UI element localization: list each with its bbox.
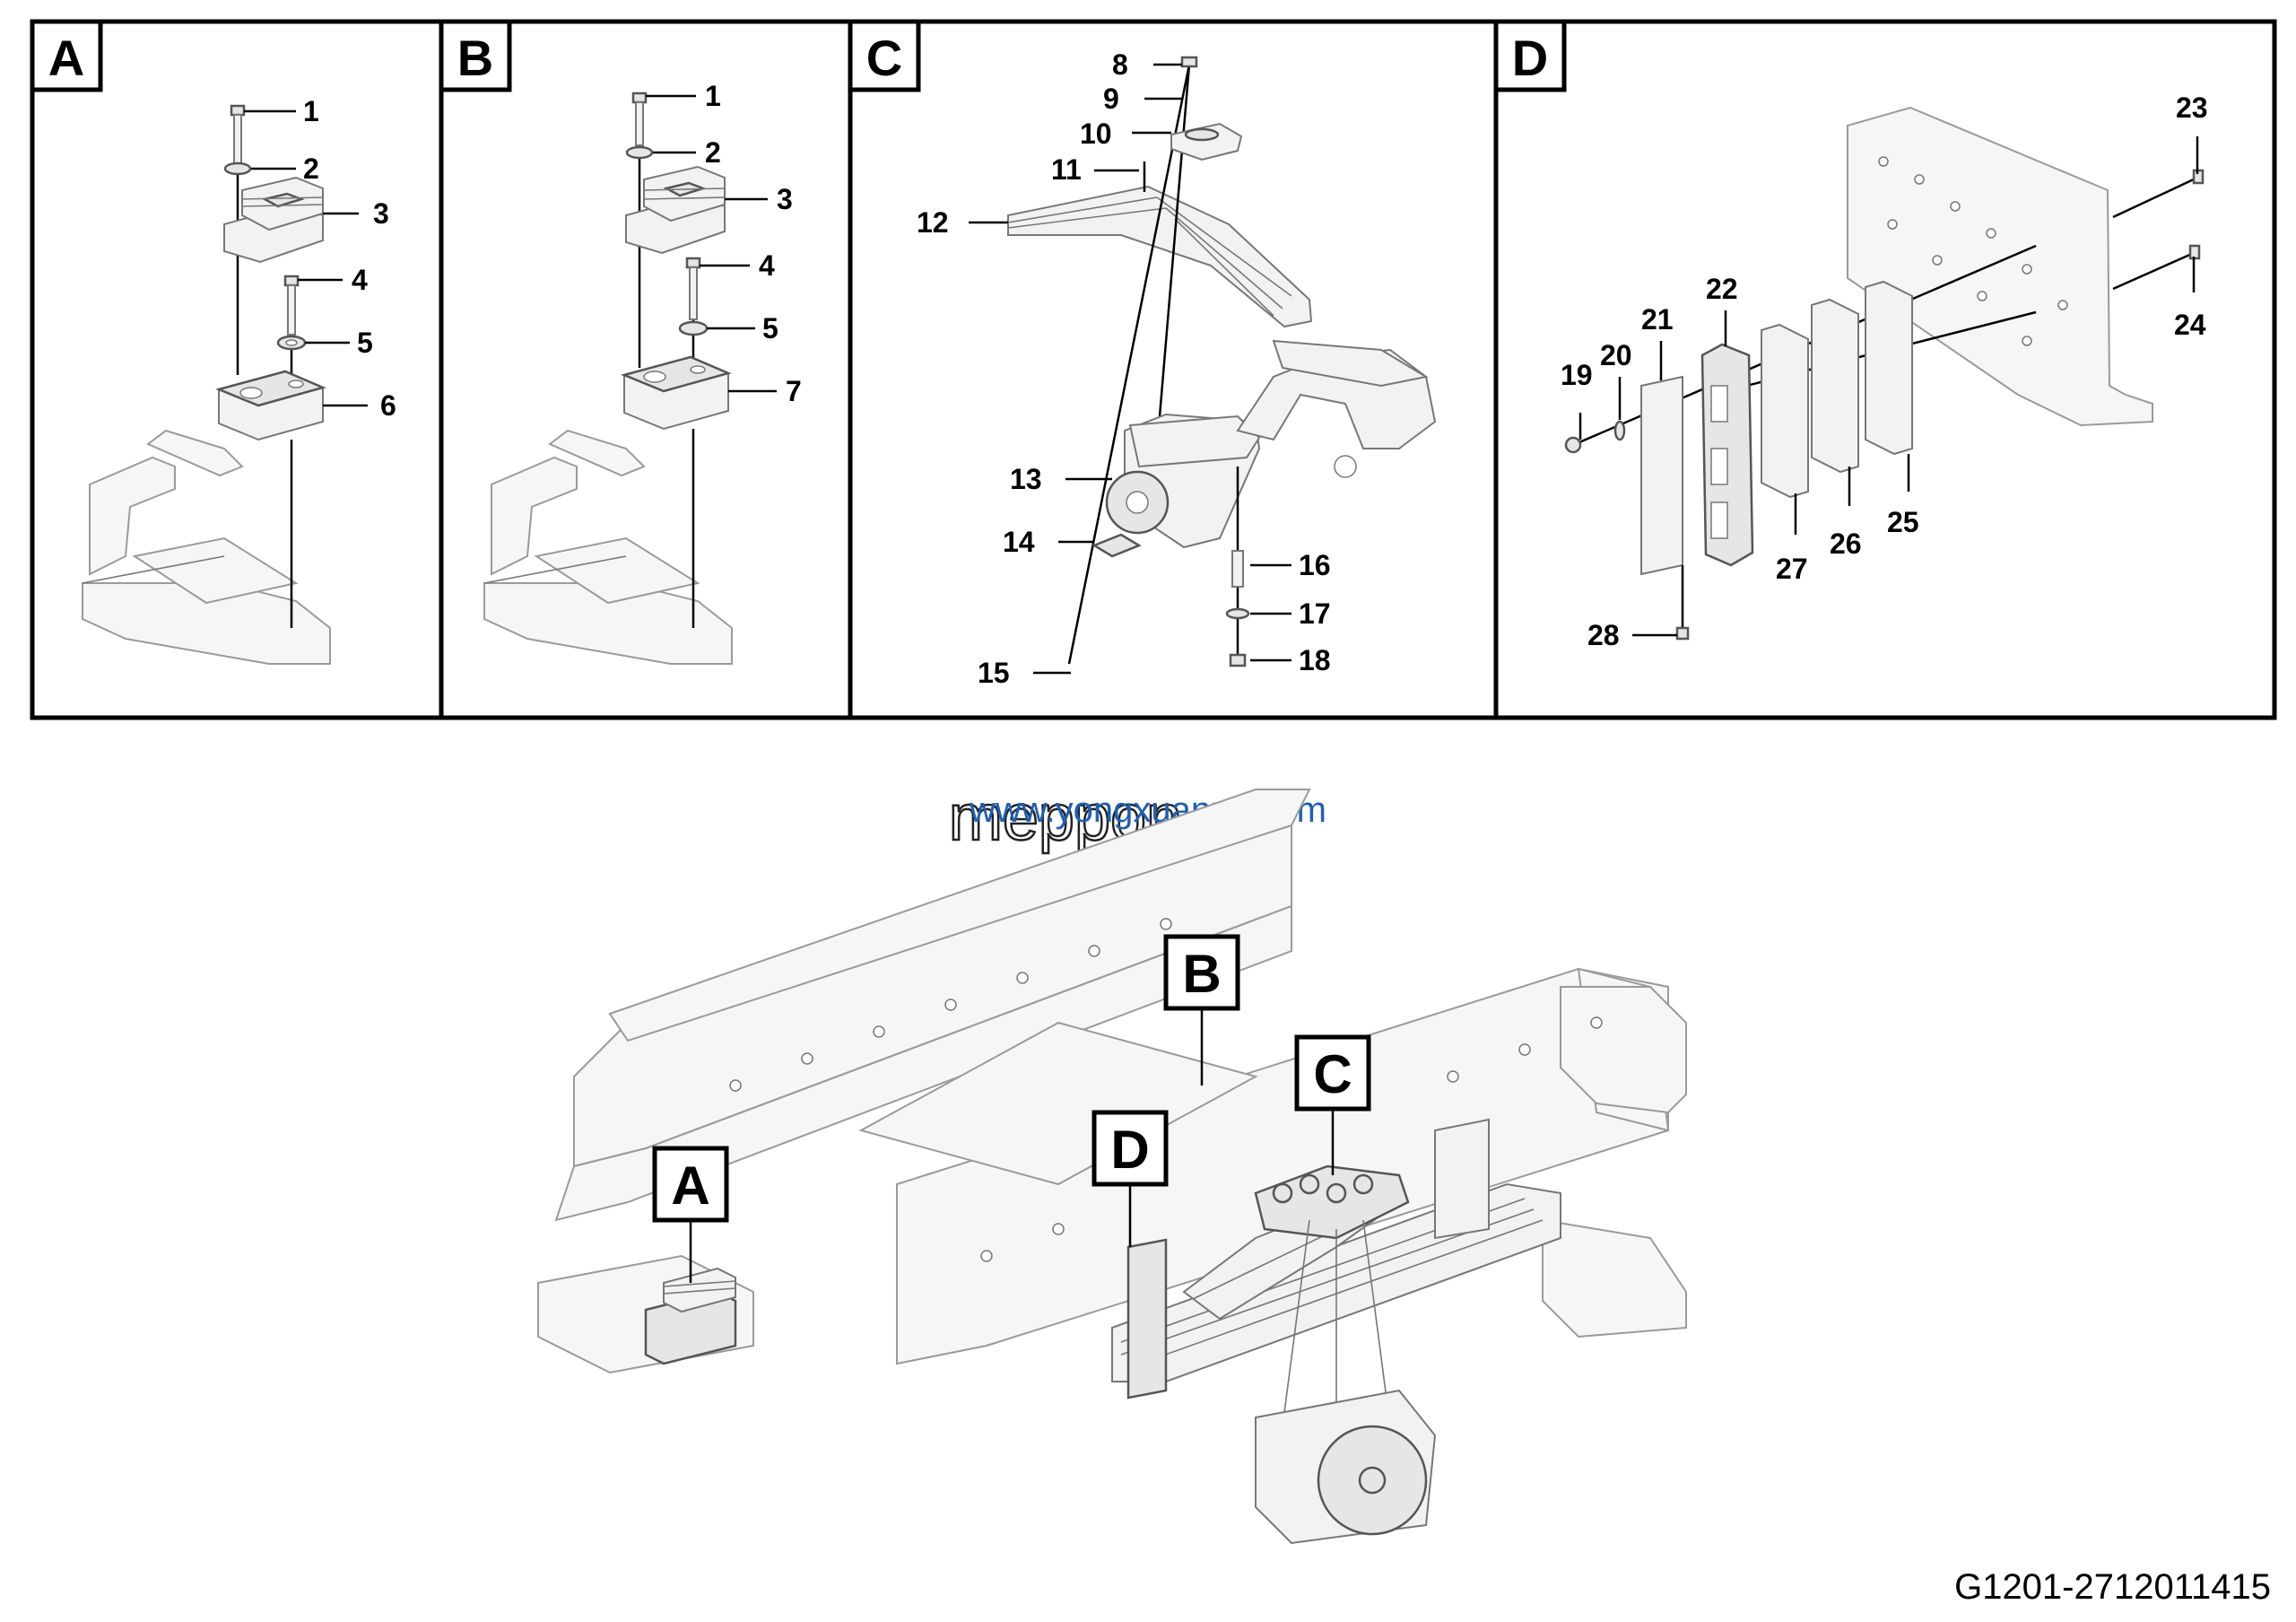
svg-text:13: 13 [1010,463,1042,495]
assembly-overview [537,789,1687,1545]
svg-text:2: 2 [705,136,721,169]
panel-label-a: A [30,19,103,92]
svg-text:5: 5 [357,327,373,359]
svg-text:A: A [671,1155,709,1216]
panel-a-drawing [82,104,368,665]
panel-b-callouts: 1 2 3 4 5 7 [705,80,802,407]
svg-text:21: 21 [1641,303,1674,336]
svg-text:1: 1 [303,95,319,127]
panel-frame [30,19,2277,720]
svg-text:8: 8 [1112,48,1128,81]
svg-text:B: B [457,30,493,86]
panel-d-drawing [1564,106,2205,641]
marker-d: D [1091,1110,1169,1247]
svg-text:C: C [1313,1044,1352,1104]
svg-text:1: 1 [705,80,721,112]
svg-text:27: 27 [1776,553,1808,585]
svg-text:9: 9 [1103,83,1119,115]
svg-text:19: 19 [1561,359,1593,391]
svg-text:14: 14 [1003,526,1035,558]
panel-a-callouts: 1 2 3 4 5 6 [303,95,396,422]
svg-text:3: 3 [373,197,389,230]
svg-text:15: 15 [978,657,1010,689]
svg-text:5: 5 [762,312,778,344]
svg-text:10: 10 [1080,118,1112,150]
svg-text:4: 4 [759,249,775,282]
svg-text:22: 22 [1706,273,1738,305]
svg-text:B: B [1182,944,1221,1004]
svg-text:25: 25 [1887,506,1919,538]
panel-label-d: D [1493,19,1567,92]
svg-text:6: 6 [380,389,396,422]
svg-text:28: 28 [1587,619,1620,651]
svg-text:24: 24 [2174,309,2206,341]
svg-text:2: 2 [303,153,319,185]
document-id: G1201-2712011415 [1954,1567,2271,1607]
panel-c-callouts: 8 9 10 11 12 13 14 15 16 17 18 [917,48,1331,689]
svg-text:4: 4 [352,264,368,296]
svg-text:20: 20 [1600,339,1632,371]
svg-text:C: C [866,30,902,86]
panel-label-c: C [848,19,921,92]
marker-a: A [652,1146,729,1283]
panel-b-drawing [483,92,777,665]
svg-text:26: 26 [1830,528,1862,560]
svg-text:D: D [1110,1120,1149,1180]
svg-text:D: D [1512,30,1548,86]
svg-text:7: 7 [786,375,802,407]
svg-text:23: 23 [2176,92,2208,124]
panel-c-drawing [969,56,1437,675]
panel-label-b: B [439,19,512,92]
svg-text:16: 16 [1299,549,1331,581]
panel-d-callouts: 19 20 21 22 23 24 25 26 27 28 [1561,92,2208,651]
marker-c: C [1294,1034,1371,1175]
marker-b: B [1163,934,1240,1086]
svg-text:A: A [48,30,84,86]
svg-text:17: 17 [1299,597,1331,630]
svg-text:18: 18 [1299,644,1331,676]
svg-text:11: 11 [1051,153,1082,186]
svg-text:3: 3 [777,183,793,215]
svg-text:12: 12 [917,206,949,239]
